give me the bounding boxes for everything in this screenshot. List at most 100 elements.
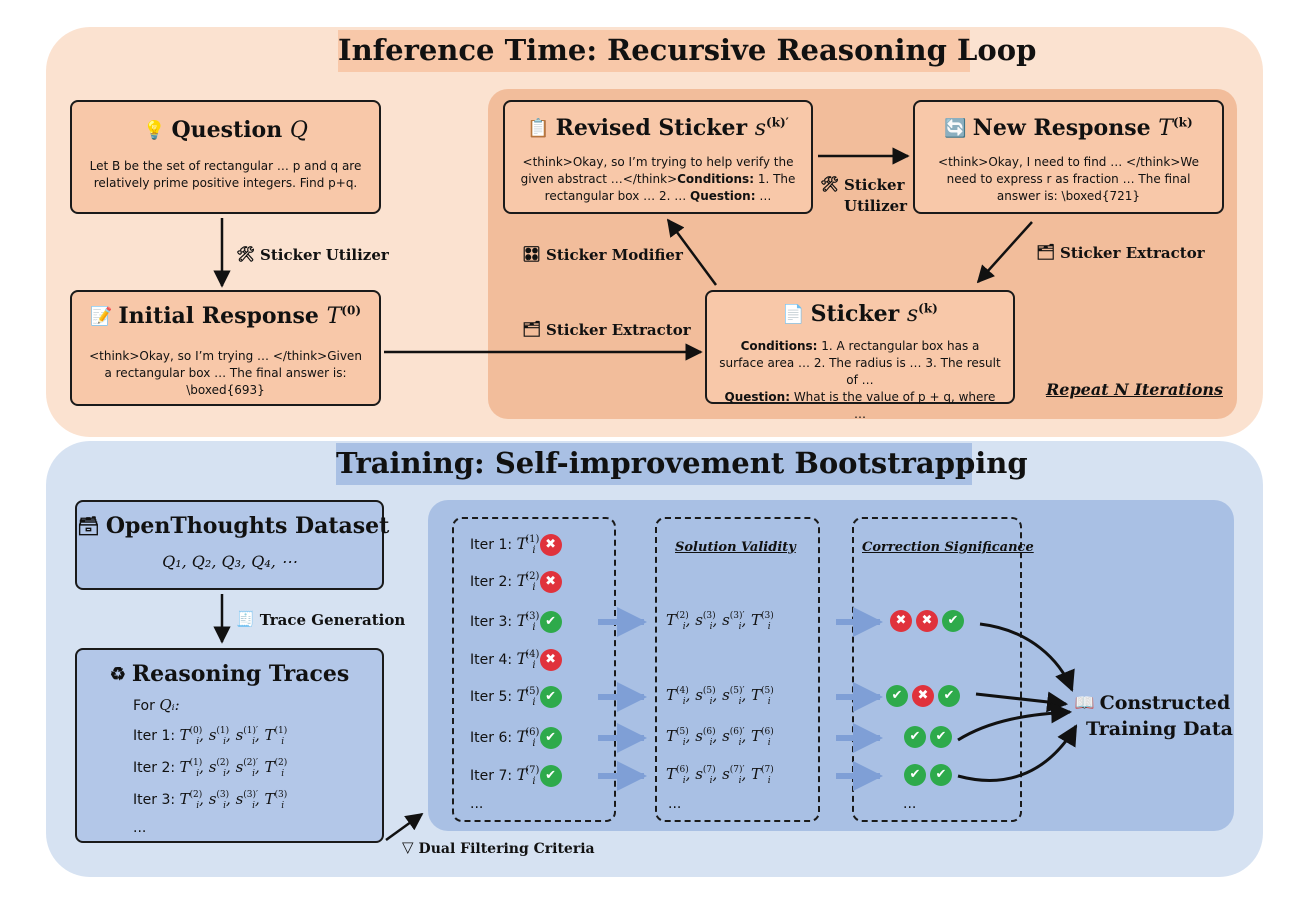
trace-line-label: Iter 3: <box>133 792 180 808</box>
correction-row: ✔✔ <box>900 764 952 786</box>
check-icon: ✔ <box>938 685 960 707</box>
for-var: Qᵢ: <box>159 696 180 714</box>
validity-ellipsis: ... <box>668 796 682 812</box>
trace-icon: 🧾 <box>236 610 255 628</box>
sticker-extractor-left-text: Sticker Extractor <box>546 321 691 339</box>
iteration-label: Iter 4: <box>470 652 517 668</box>
check-icon: ✔ <box>539 727 562 749</box>
revised-sticker-title: Revised Sticker <box>555 115 748 141</box>
revised-sticker-var: s <box>754 116 767 141</box>
iteration-row: Iter 5: T(5)i✔ <box>470 686 562 708</box>
revised-sticker-question-label: Question: <box>690 189 756 203</box>
trace-line: Iter 2: T(1)i, s(2)i, s(2)′i, T(2)i <box>133 758 288 779</box>
initial-response-box: 📝Initial Response T(0) <think>Okay, so I… <box>70 290 381 406</box>
arrow-correction-row4 <box>957 724 1078 782</box>
training-title: Training: Self-improvement Bootstrapping <box>336 443 1028 485</box>
sticker-title: Sticker <box>810 301 900 327</box>
new-response-title: New Response <box>972 115 1151 141</box>
sticker-utilizer-right-text-2: Utilizer <box>844 197 908 215</box>
sticker-box: 📄Sticker s(k) Conditions: 1. A rectangul… <box>705 290 1015 421</box>
check-icon: ✔ <box>942 610 964 632</box>
dataset-items: Q₁, Q₂, Q₃, Q₄, ⋯ <box>162 552 297 571</box>
check-icon: ✔ <box>539 765 562 787</box>
sticker-utilizer-left-text: Sticker Utilizer <box>260 246 389 264</box>
modifier-icon: 🎛 <box>522 245 542 263</box>
initial-response-var: T <box>326 304 342 329</box>
dataset-title: OpenThoughts Dataset <box>105 513 390 539</box>
trace-ellipsis: ... <box>133 820 147 836</box>
sticker-extractor-right-text: Sticker Extractor <box>1060 244 1205 262</box>
arrow-new-to-sticker <box>976 221 1033 284</box>
iteration-row: Iter 6: T(6)i✔ <box>470 727 562 749</box>
iteration-response: T(6)i <box>516 727 540 749</box>
check-icon: ✔ <box>539 611 562 633</box>
dataset-box: 🗃OpenThoughts Dataset Q₁, Q₂, Q₃, Q₄, ⋯ <box>75 500 389 590</box>
notepad-icon: 📝 <box>89 306 113 327</box>
dual-filtering-label: ▽Dual Filtering Criteria <box>402 838 595 857</box>
cross-icon: ✖ <box>539 571 562 593</box>
trace-generation-text: Trace Generation <box>259 611 406 629</box>
validity-tuple: T(2)i, s(3)i, s(3)′i, T(3)i <box>666 611 774 632</box>
sticker-utilizer-right-text-1: Sticker <box>844 176 905 194</box>
check-icon: ✔ <box>930 764 952 786</box>
iterations-column <box>452 517 616 822</box>
sticker-question-text: What is the value of p + q, where … <box>790 390 996 421</box>
correction-significance-title: Correction Significance <box>862 540 1034 555</box>
clipboard-search-icon: 📋 <box>527 118 550 139</box>
lightbulb-icon: 💡 <box>143 120 166 141</box>
revised-sticker-body-prefix: <think>Okay, so I’m trying to help verif… <box>520 155 794 186</box>
sticker-utilizer-left-label: 🛠Sticker Utilizer <box>236 245 389 264</box>
correction-row: ✔✖✔ <box>882 685 960 707</box>
initial-response-sup: (0) <box>341 303 362 318</box>
check-icon: ✔ <box>886 685 908 707</box>
arrow-correction-row1 <box>979 622 1075 692</box>
reasoning-traces-title: Reasoning Traces <box>131 661 350 687</box>
trace-line: Iter 3: T(2)i, s(3)i, s(3)′i, T(3)i <box>133 790 287 811</box>
correction-row: ✖✖✔ <box>886 610 964 632</box>
sticker-conditions-text: 1. A rectangular box has a surface area … <box>719 339 1001 387</box>
extractor-icon: 🗂 <box>1036 243 1056 261</box>
sticker-extractor-right-label: 🗂Sticker Extractor <box>1036 243 1205 262</box>
sticker-utilizer-right-label: 🛠Sticker Utilizer <box>820 174 907 217</box>
validity-tuple: T(5)i, s(6)i, s(6)′i, T(6)i <box>666 727 774 748</box>
trace-tuple: T(1)i, s(2)i, s(2)′i, T(2)i <box>179 758 288 779</box>
correction-row: ✔✔ <box>900 726 952 748</box>
question-box: 💡Question Q Let B be the set of rectangu… <box>70 100 381 214</box>
iteration-label: Iter 6: <box>470 730 517 746</box>
repeat-note: Repeat N Iterations <box>1046 380 1223 399</box>
constructed-line1: Constructed <box>1099 692 1231 714</box>
inference-title: Inference Time: Recursive Reasoning Loop <box>338 30 1036 72</box>
check-icon: ✔ <box>539 686 562 708</box>
trace-line: Iter 1: T(0)i, s(1)i, s(1)′i, T(1)i <box>133 726 288 747</box>
sticker-body: Conditions: 1. A rectangular box has a s… <box>719 338 1001 423</box>
sticker-extractor-left-label: 🗂Sticker Extractor <box>522 320 691 339</box>
for-label: For <box>133 698 155 714</box>
refresh-icon: 🔄 <box>944 118 967 139</box>
cross-icon: ✖ <box>916 610 938 632</box>
reasoning-traces-box: ♻Reasoning Traces For Qᵢ: Iter 1: T(0)i,… <box>75 648 384 843</box>
arrow-correction-row2 <box>975 691 1069 713</box>
check-icon: ✔ <box>904 726 926 748</box>
arrow-sticker-to-revised <box>666 218 718 286</box>
constructed-data-label: 📖Constructed Training Data <box>1072 690 1233 742</box>
iteration-row: Iter 2: T(2)i✖ <box>470 571 562 593</box>
validity-tuple: T(4)i, s(5)i, s(5)′i, T(5)i <box>666 686 774 707</box>
question-title: Question <box>171 117 283 143</box>
cross-icon: ✖ <box>890 610 912 632</box>
trace-tuple: T(0)i, s(1)i, s(1)′i, T(1)i <box>179 726 288 747</box>
correction-significance-column <box>852 517 1022 822</box>
correction-ellipsis: ... <box>903 796 917 812</box>
iteration-response: T(4)i <box>516 649 540 671</box>
revised-sticker-body-end: … <box>755 189 772 203</box>
new-response-var: T <box>1158 116 1173 141</box>
solution-validity-column <box>655 517 820 822</box>
arrow-traces-to-panel <box>385 812 424 842</box>
extractor-icon: 🗂 <box>522 320 542 338</box>
iteration-row: Iter 1: T(1)i✖ <box>470 534 562 556</box>
constructed-line2: Training Data <box>1086 718 1233 740</box>
initial-response-body: <think>Okay, so I’m trying … </think>Giv… <box>89 349 362 397</box>
new-response-sup: (k) <box>1172 115 1193 130</box>
iteration-response: T(5)i <box>516 686 540 708</box>
sticker-question-label: Question: <box>724 390 790 404</box>
document-icon: 📄 <box>782 304 805 325</box>
